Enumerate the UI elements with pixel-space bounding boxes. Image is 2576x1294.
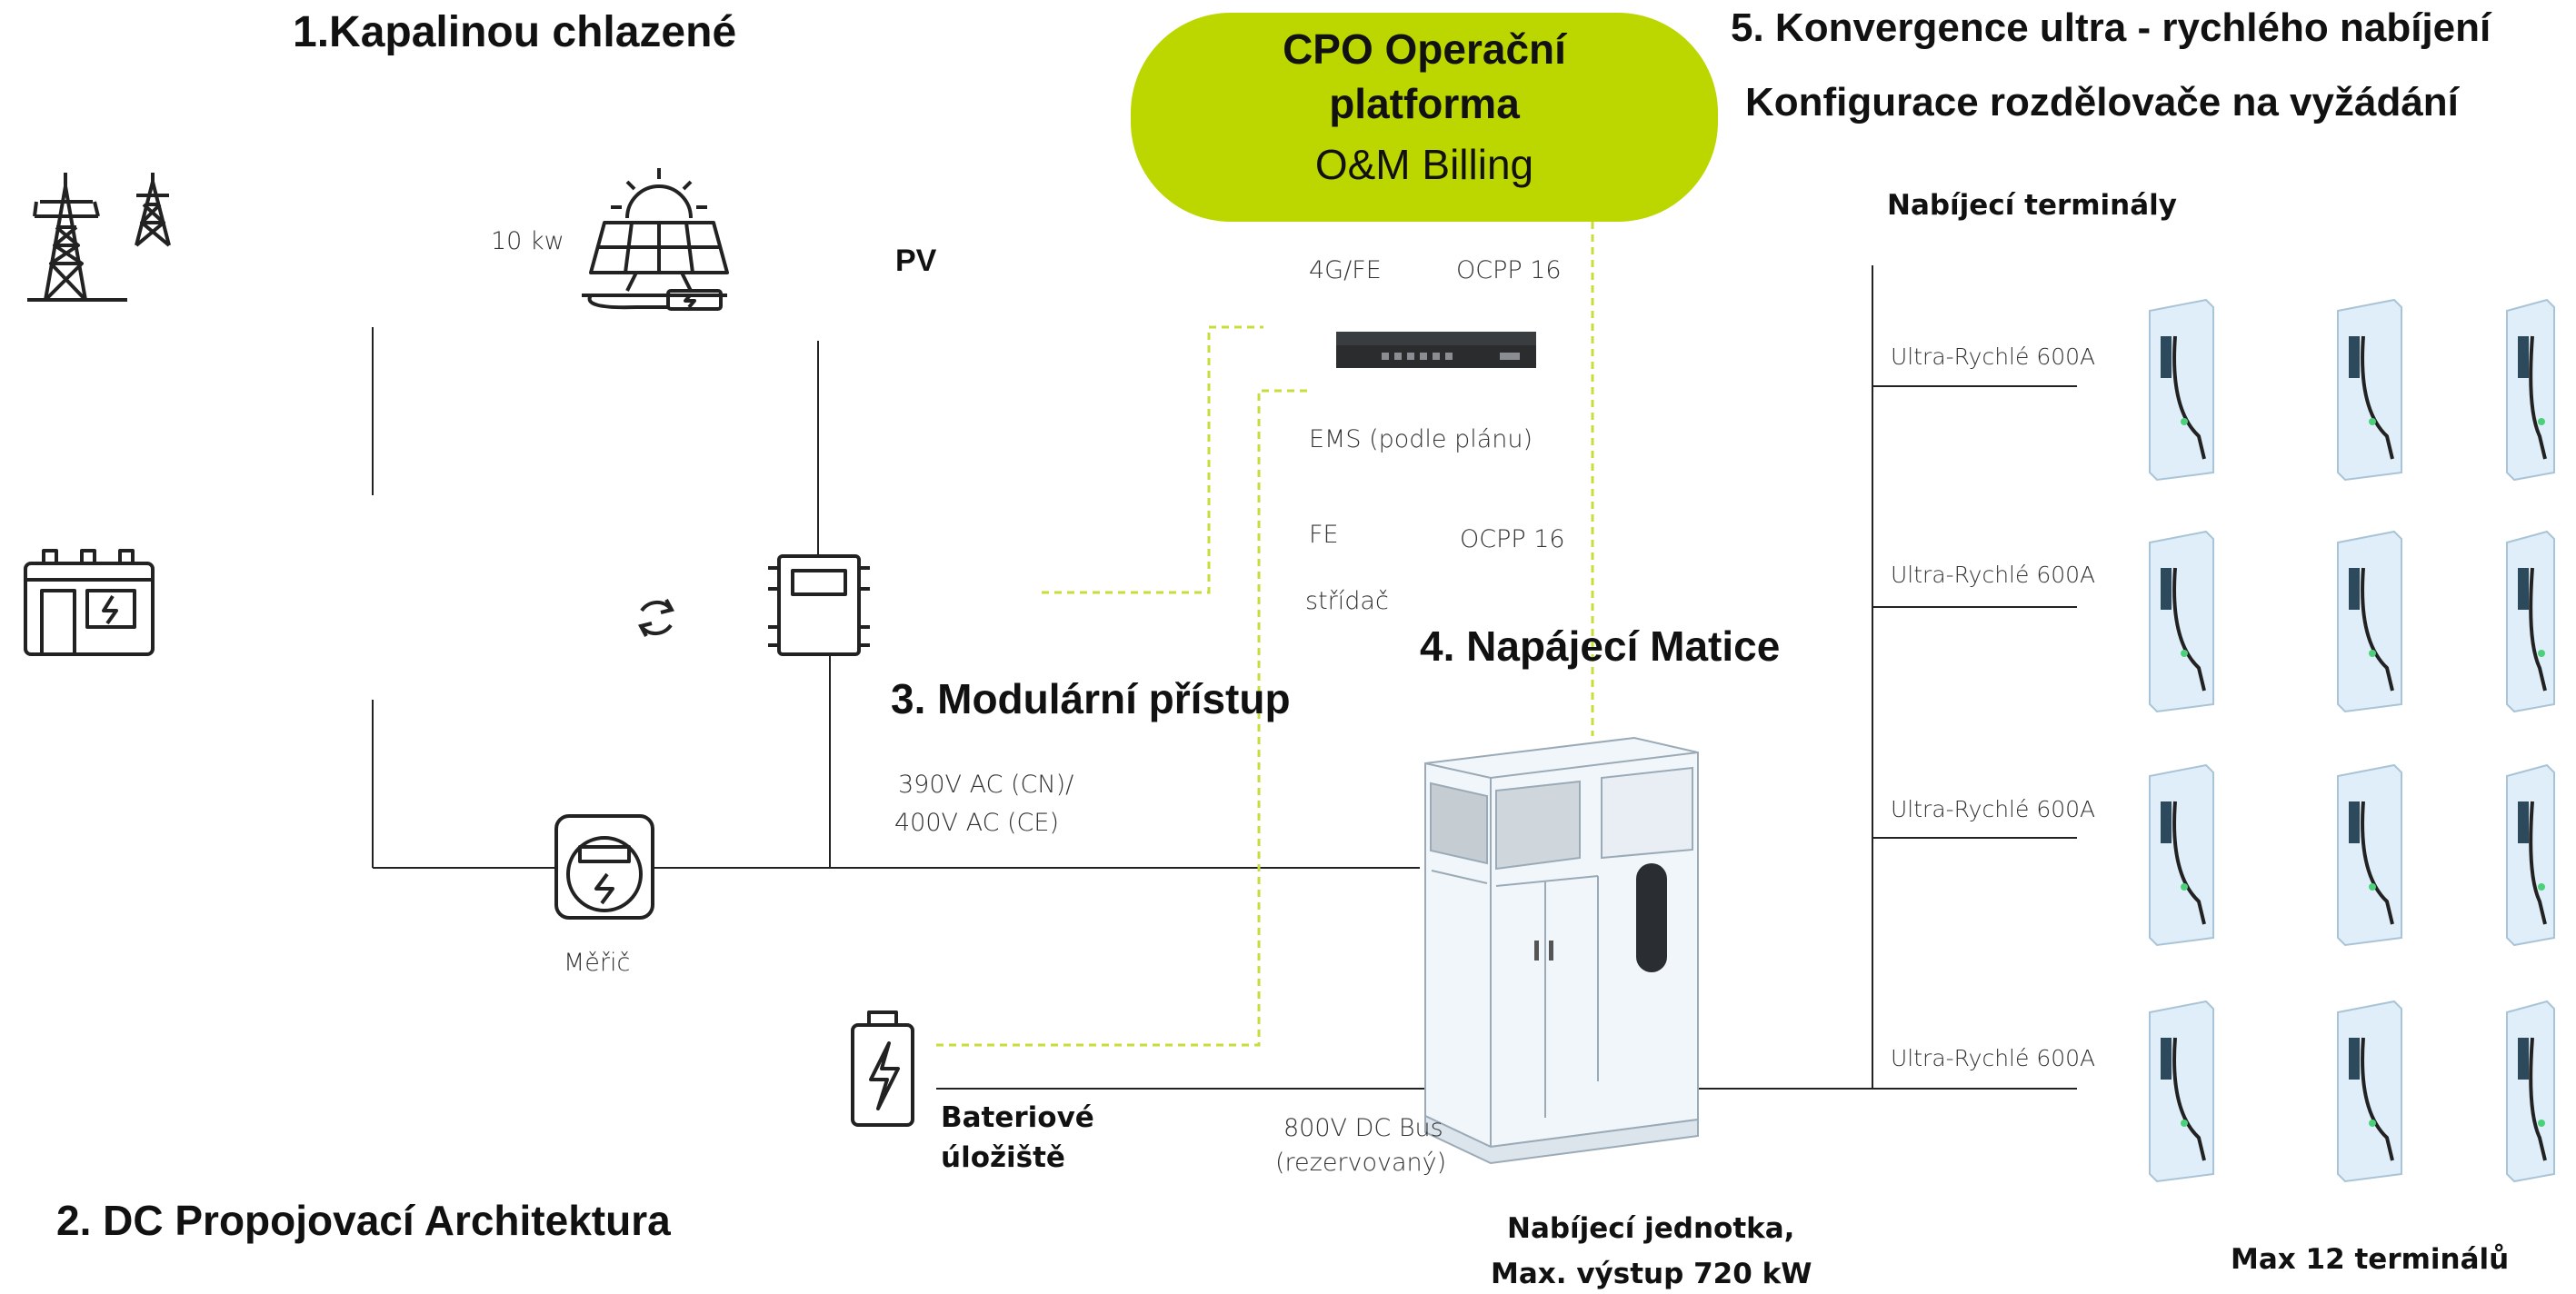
charging-unit-line2: Max. výstup 720 kW — [1491, 1258, 1812, 1290]
cpo-subtitle: O&M Billing — [1314, 141, 1534, 188]
wiring — [372, 265, 2077, 1090]
heading-modular-approach: 3. Modulární přístup — [891, 675, 1291, 722]
ems-label: EMS (podle plánu) — [1309, 425, 1533, 453]
fe-label: FE — [1309, 521, 1339, 549]
charger-terminal-icon — [2337, 763, 2402, 947]
heading-splitter-config: Konfigurace rozdělovače na vyžádání — [1745, 80, 2459, 124]
electric-meter-icon — [554, 814, 654, 920]
4g-fe-label: 4G/FE — [1309, 256, 1382, 284]
sync-icon — [638, 599, 674, 637]
charger-terminal-icon — [2337, 530, 2402, 713]
charger-terminal-icon — [2149, 298, 2214, 482]
dc-bus-line1: 800V DC Bus — [1283, 1114, 1443, 1142]
network-switch-icon — [1336, 332, 1536, 368]
heading-dc-architecture: 2. DC Propojovací Architektura — [56, 1197, 671, 1244]
inverter-label: střídač — [1305, 587, 1389, 615]
cpo-title-line2: platforma — [1329, 80, 1520, 127]
cpo-title-line1: CPO Operační — [1283, 25, 1566, 73]
terminals-max: Max 12 terminálů — [2231, 1243, 2510, 1276]
charger-terminal-icon — [2506, 763, 2555, 947]
branch-label-2: Ultra-Rychlé 600A — [1891, 562, 2096, 588]
pv-label: PV — [895, 244, 937, 278]
inverter-comm-line — [1042, 325, 1263, 594]
charger-terminal-icon — [2149, 1000, 2214, 1183]
kw-label: 10 kw — [491, 227, 564, 255]
heading-power-matrix: 4. Napájecí Matice — [1420, 622, 1781, 670]
charging-unit-line1: Nabíjecí jednotka, — [1507, 1212, 1795, 1245]
cpo-platform-box: CPO Operační platforma O&M Billing — [1131, 13, 1718, 222]
heading-liquid-cooled: 1.Kapalinou chlazené — [293, 8, 737, 56]
battery-comm-line — [936, 389, 1309, 1047]
ocpp-label-top: OCPP 16 — [1456, 256, 1562, 284]
terminals-title: Nabíjecí terminály — [1887, 189, 2178, 222]
cpo-platform-pill — [1131, 13, 1718, 222]
heading-convergence: 5. Konvergence ultra - rychlého nabíjení — [1731, 5, 2491, 50]
power-cabinet-icon — [1424, 736, 1699, 1165]
branch-label-1: Ultra-Rychlé 600A — [1891, 343, 2096, 370]
charger-terminal-icon — [2506, 1000, 2555, 1183]
inverter-icon — [768, 554, 870, 656]
battery-pack-icon — [24, 549, 155, 656]
power-tower-icon — [27, 173, 171, 302]
charger-terminal-icon — [2149, 530, 2214, 713]
dashed-comm-lines — [936, 222, 1594, 1047]
charger-terminal-grid — [2149, 298, 2555, 1183]
branch-label-4: Ultra-Rychlé 600A — [1891, 1045, 2096, 1071]
charger-terminal-icon — [2506, 298, 2555, 482]
dc-bus-line2: (rezervovaný) — [1275, 1149, 1447, 1177]
battery-icon — [851, 1010, 914, 1127]
charger-terminal-icon — [2149, 763, 2214, 947]
battery-storage-line1: Bateriové — [941, 1101, 1094, 1134]
ocpp-label-bottom: OCPP 16 — [1460, 525, 1565, 553]
charger-terminal-icon — [2337, 1000, 2402, 1183]
ac-voltage-line1: 390V AC (CN)/ — [898, 771, 1074, 799]
ac-voltage-line2: 400V AC (CE) — [894, 809, 1059, 837]
solar-panel-icon — [582, 168, 729, 311]
meter-label: Měřič — [564, 949, 631, 977]
branch-label-3: Ultra-Rychlé 600A — [1891, 796, 2096, 822]
charger-terminal-icon — [2337, 298, 2402, 482]
charger-terminal-icon — [2506, 530, 2555, 713]
battery-storage-line2: úložiště — [941, 1141, 1065, 1174]
